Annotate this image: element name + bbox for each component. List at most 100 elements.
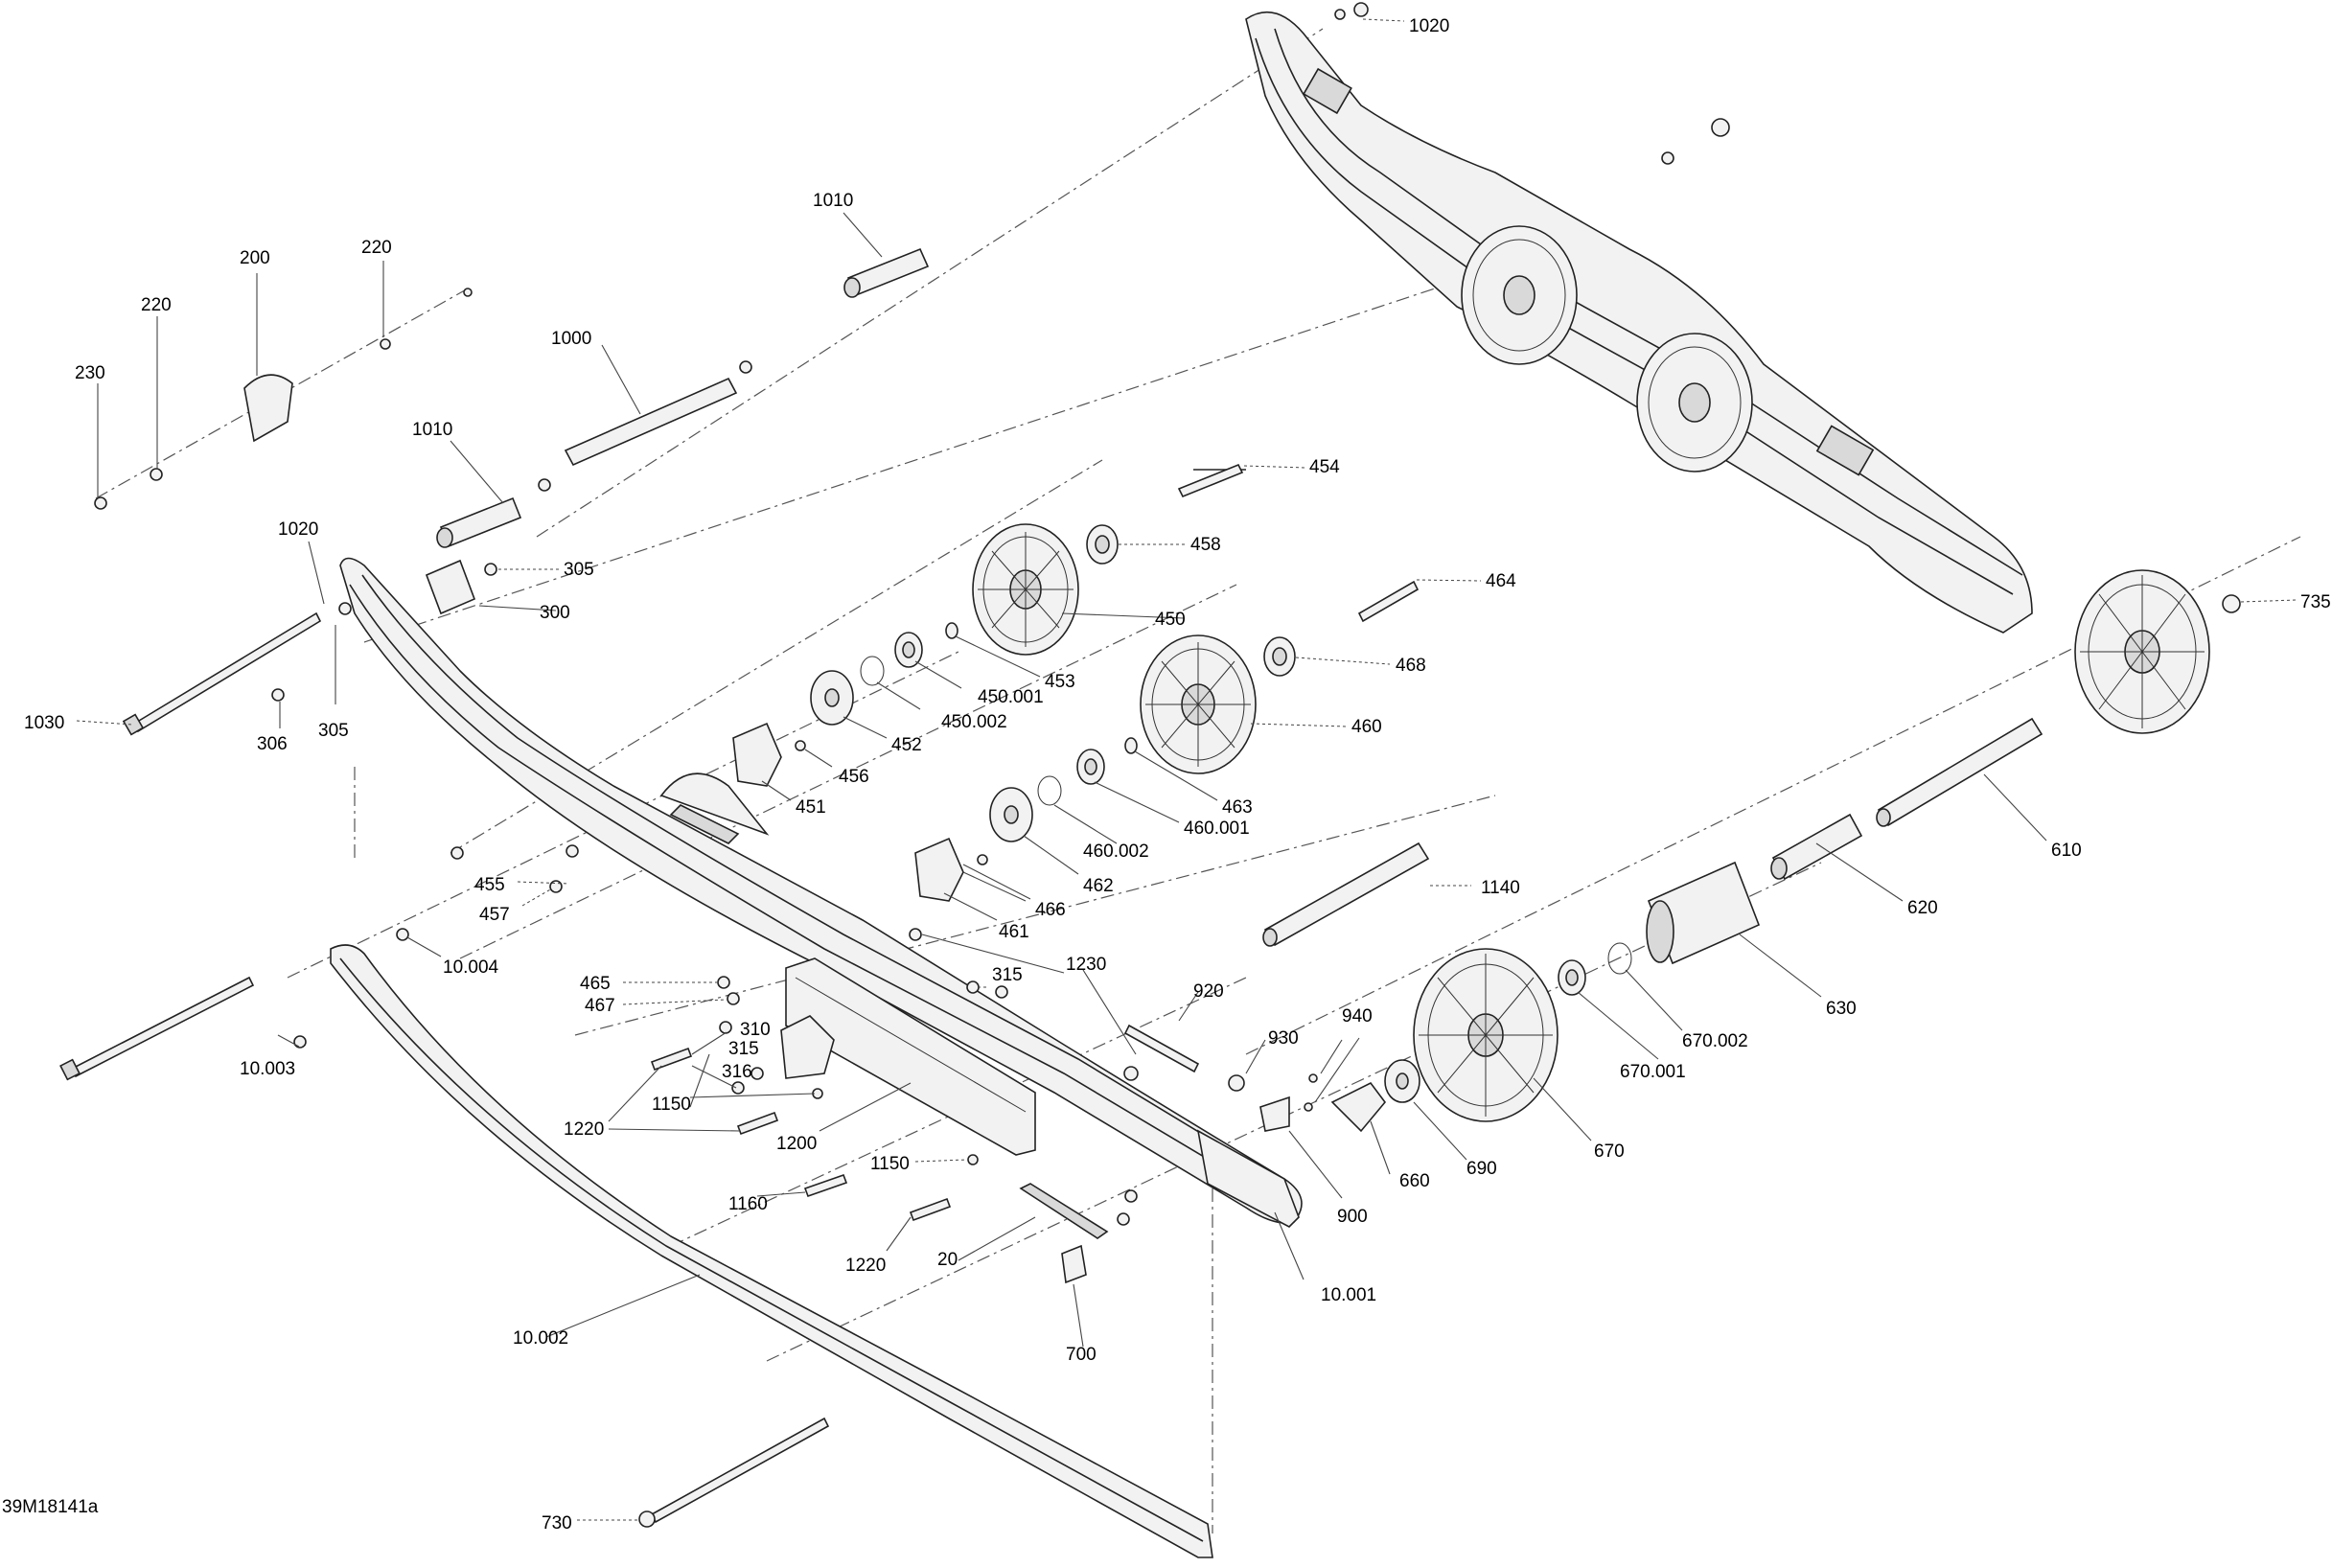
adjuster-660 <box>1330 1081 1387 1133</box>
label-630: 630 <box>1826 999 1857 1019</box>
screw-315 <box>731 1081 745 1095</box>
label-453: 453 <box>1045 672 1075 692</box>
washer-icon <box>338 602 352 615</box>
label-940: 940 <box>1342 1006 1373 1026</box>
label-306: 306 <box>257 734 288 754</box>
adjuster-bolt-920 <box>1123 1024 1200 1073</box>
label-460: 460 <box>1351 717 1382 737</box>
label-450-001: 450.001 <box>978 687 1044 707</box>
label-463: 463 <box>1222 797 1253 818</box>
label-930: 930 <box>1268 1028 1299 1049</box>
label-1220-lower: 1220 <box>845 1256 886 1276</box>
slide-runner-10-002 <box>330 944 1213 1558</box>
nut-icon <box>638 1510 656 1528</box>
label-457: 457 <box>479 905 510 925</box>
label-900: 900 <box>1337 1207 1368 1227</box>
screw-466 <box>977 854 988 865</box>
label-1200: 1200 <box>776 1134 817 1154</box>
label-10-003: 10.003 <box>240 1059 295 1079</box>
label-454: 454 <box>1309 457 1340 477</box>
cross-shaft-1000 <box>564 377 738 467</box>
nut-icon <box>995 985 1008 999</box>
bolt-1220-mid <box>736 1111 779 1136</box>
bolt-1230 <box>909 928 922 941</box>
label-1000: 1000 <box>551 329 591 349</box>
label-10-001: 10.001 <box>1321 1285 1376 1305</box>
label-670-001: 670.001 <box>1620 1062 1686 1082</box>
far-rail-wheel-1 <box>1461 225 1578 365</box>
washer-icon <box>380 338 391 350</box>
label-1030: 1030 <box>24 713 64 733</box>
label-450: 450 <box>1155 610 1186 630</box>
bumper-200 <box>243 374 293 443</box>
bolt-1220-lower <box>909 1197 952 1222</box>
nut-465 <box>717 976 730 989</box>
far-side-rail <box>1245 11 2033 634</box>
label-690: 690 <box>1466 1159 1497 1179</box>
label-452: 452 <box>891 735 922 755</box>
label-220-right: 220 <box>361 238 392 258</box>
bolt-1220-upper <box>650 1047 693 1072</box>
label-1020-top: 1020 <box>1409 16 1449 36</box>
nut-icon <box>2222 594 2241 613</box>
label-305-upper: 305 <box>564 560 594 580</box>
spacer-1010-upper <box>843 247 930 298</box>
circlip-460-002 <box>1037 775 1062 806</box>
rail-end-cap-10-001 <box>1196 1129 1300 1228</box>
bolt-end-icon <box>463 288 473 297</box>
decal-20 <box>1019 1183 1109 1239</box>
wheel-bracket-461 <box>914 837 964 902</box>
washer-icon <box>1661 151 1674 165</box>
washer-310 <box>719 1021 732 1034</box>
far-rail-rear-wheel <box>2074 569 2210 734</box>
label-1010-upper: 1010 <box>813 191 853 211</box>
label-305-lower: 305 <box>318 721 349 741</box>
bearing-450-001 <box>894 632 923 668</box>
label-460-002: 460.002 <box>1083 842 1149 862</box>
bumper-300 <box>425 559 476 615</box>
label-735: 735 <box>2300 592 2331 612</box>
idler-wheel-460 <box>1140 634 1257 774</box>
washer-icon <box>150 468 163 481</box>
axle-bolt-464 <box>1357 580 1420 623</box>
label-462: 462 <box>1083 876 1114 896</box>
washer-315 <box>966 980 980 994</box>
label-920: 920 <box>1193 981 1224 1002</box>
label-670-002: 670.002 <box>1682 1031 1748 1051</box>
bearing-468 <box>1263 636 1296 677</box>
label-1150-upper: 1150 <box>652 1095 691 1115</box>
nut-930 <box>1228 1074 1245 1092</box>
circlip-453 <box>945 622 958 639</box>
long-bolt-730 <box>650 1417 830 1524</box>
nut-457 <box>549 880 563 893</box>
shaft-1140 <box>1262 842 1430 947</box>
pin-940b <box>1304 1102 1313 1112</box>
label-466: 466 <box>1035 900 1066 920</box>
spacer-620 <box>1770 813 1863 881</box>
spacer-630 <box>1646 861 1761 965</box>
assembly-axis-lines <box>95 28 2301 1533</box>
bearing-670-001 <box>1558 959 1586 996</box>
label-315-lower: 315 <box>728 1039 759 1059</box>
pin-940 <box>1308 1073 1318 1083</box>
label-730: 730 <box>542 1513 572 1533</box>
circlip-463 <box>1124 737 1138 754</box>
label-464: 464 <box>1486 571 1516 591</box>
rear-wheel-670 <box>1413 948 1559 1122</box>
label-456: 456 <box>839 767 869 787</box>
bolt-1160 <box>803 1173 848 1198</box>
label-315-upper: 315 <box>992 965 1023 985</box>
spacer-452 <box>810 670 854 726</box>
label-200: 200 <box>240 248 270 268</box>
label-450-002: 450.002 <box>941 712 1007 732</box>
washer-1150b <box>967 1154 979 1165</box>
screw-icon <box>293 1035 307 1049</box>
washer-icon <box>484 563 497 576</box>
label-310: 310 <box>740 1020 771 1040</box>
label-670: 670 <box>1594 1141 1625 1162</box>
label-20: 20 <box>937 1250 958 1270</box>
label-458: 458 <box>1190 535 1221 555</box>
label-455: 455 <box>474 875 505 895</box>
screw-456 <box>795 740 806 751</box>
screw-icon <box>94 496 107 510</box>
